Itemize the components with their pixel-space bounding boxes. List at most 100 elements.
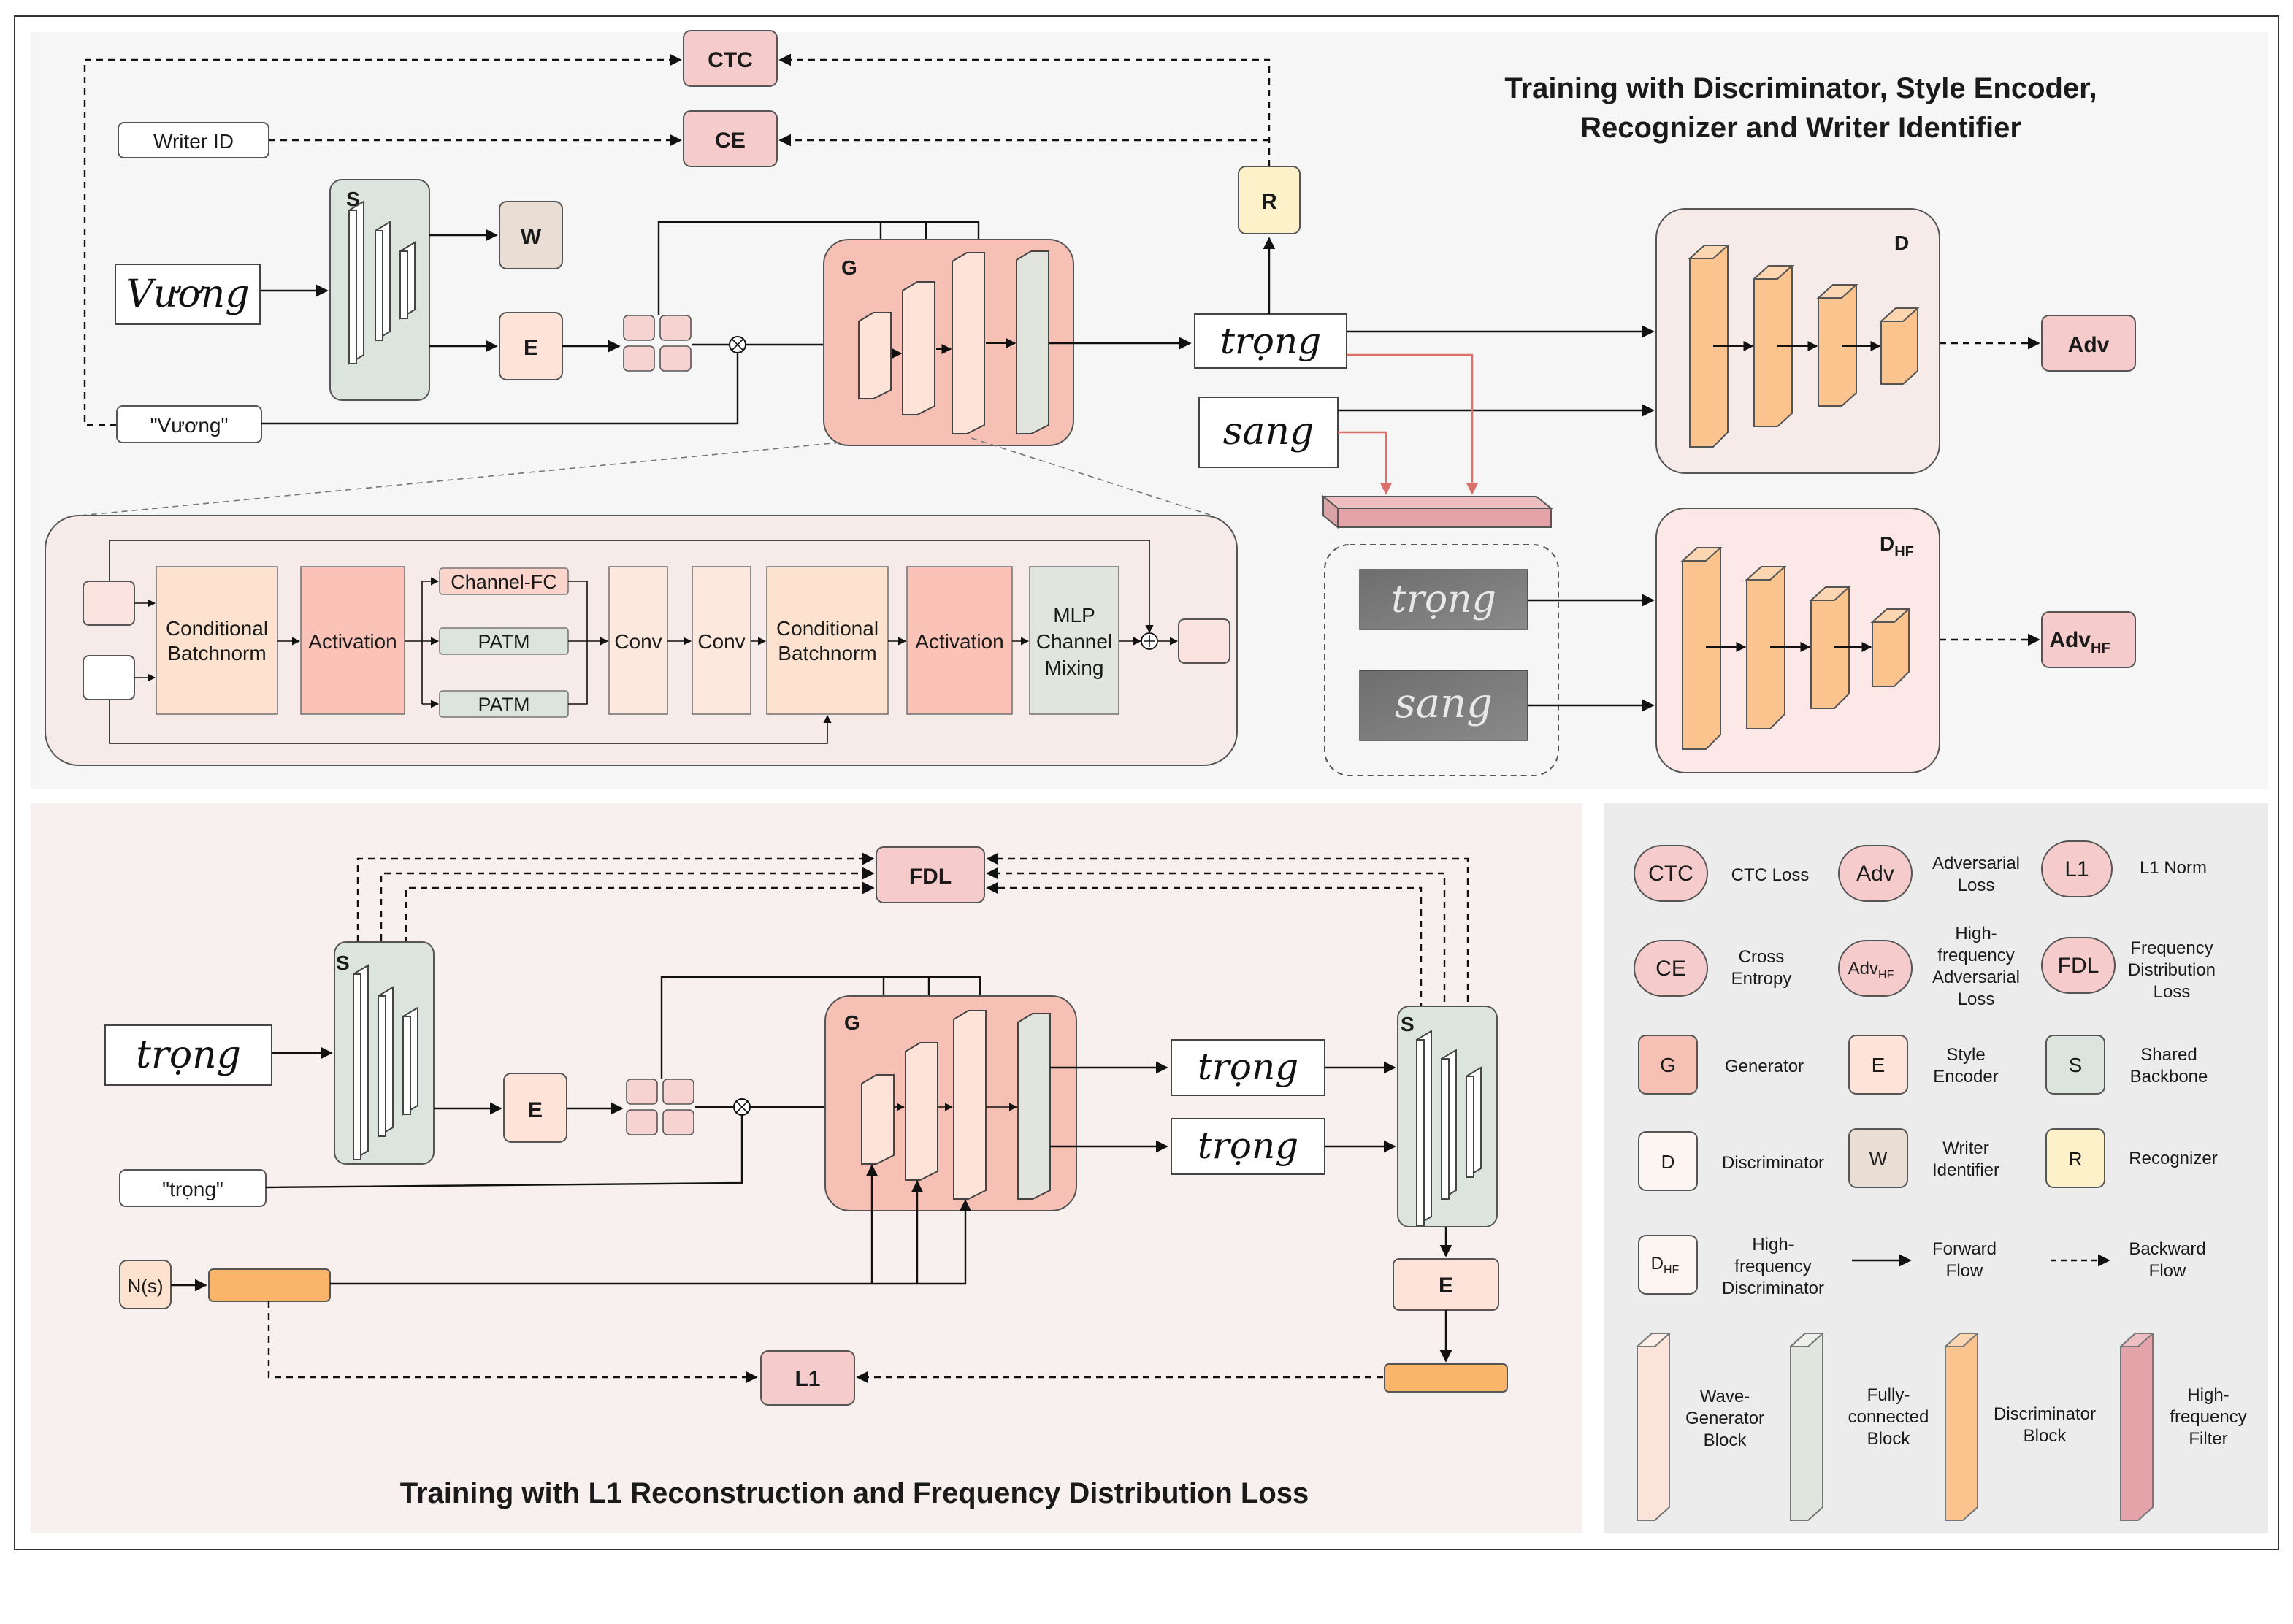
patm-2-label: PATM [478,694,530,716]
legend-wave-label-1: Generator [1685,1409,1764,1428]
text-to-mult-bottom-line [265,1116,743,1189]
legend-advhf-label-1: frequency [1937,946,2014,965]
legend-fdl-symbol [2041,937,2116,994]
s-bottom-left-blocks [353,964,418,1161]
s-top-blocks [348,200,416,365]
fdl-label: FDL [909,865,952,889]
mlp-box [1029,566,1119,715]
legend-advhf-sym-text: AdvHF [1848,959,1894,981]
text-to-mult-line [261,353,739,425]
cbn-right-line2: Batchnorm [778,642,876,664]
hf-image-bottom [1359,670,1528,741]
activation-right-box [906,566,1013,715]
noise-to-l1-arrow [267,1301,758,1384]
legend-dhf-label-0: High- [1752,1235,1794,1255]
gen-to-hff-arrow [1347,353,1479,495]
cbn-right-box [766,566,889,715]
l1-label: L1 [795,1367,820,1391]
ce-label: CE [715,129,746,153]
mlp-line3: Mixing [1045,656,1104,679]
s-label-top: S [346,188,360,210]
gen-handwriting-bottom-1: trọng [1198,1046,1298,1088]
legend-bwd-label-0: Backward [2129,1239,2205,1259]
legend-d-sym-text: D [1661,1151,1675,1173]
dhf-label: DHF [1880,532,1914,560]
writer-identifier-node [499,201,563,269]
activation-right-label: Activation [915,630,1003,653]
ctc-loss-node [683,30,778,87]
legend-e-symbol [1848,1035,1908,1095]
style-tokens-bottom [626,1079,694,1135]
legend-ce-label-0: Cross [1739,947,1785,967]
e-label-top: E [524,336,538,360]
legend-disc-label-0: Discriminator [1994,1404,2096,1424]
legend-fdl-sym-text: FDL [2058,954,2099,978]
recognizer-node [1238,166,1301,234]
legend-disc-label-1: Block [2024,1426,2067,1446]
advhf-label: AdvHF [2049,628,2110,656]
legend-ctc-symbol [1634,845,1708,902]
g-top-blocks [858,250,1049,434]
legend-r-symbol [2045,1128,2105,1188]
conv-1-box [608,566,668,715]
conv-2-box [692,566,751,715]
legend-fc-label-1: connected [1848,1407,1929,1427]
legend-g-symbol [1638,1035,1698,1095]
legend-ce-symbol [1634,940,1708,997]
multiply-symbol-bottom [735,1100,749,1114]
residual-add-symbol [1144,635,1155,647]
adv-loss-node [2041,315,2136,372]
legend-ctc-sym-text: CTC [1648,862,1693,886]
legend-dhf-symbol [1638,1235,1698,1295]
legend-fdl-label-1: Distribution [2128,960,2216,980]
legend-s-label-1: Backbone [2130,1067,2208,1087]
e-label-bottom-right: E [1439,1273,1453,1298]
conv-2-label: Conv [697,630,745,653]
legend-r-label-0: Recognizer [2129,1149,2217,1168]
legend-fdl-label-0: Frequency [2130,938,2213,958]
dhf-blocks [1680,547,1911,750]
input-handwriting-top: Vương [126,272,249,316]
legend-s-symbol [2045,1035,2105,1095]
legend-dhf-sym-text: DHF [1651,1254,1680,1276]
legend-ctc-label-0: CTC Loss [1731,865,1810,885]
top-title-line1: Training with Discriminator, Style Encod… [1504,72,2097,104]
legend-l1-sym-text: L1 [2064,857,2089,881]
legend-fwd-label-0: Forward [1932,1239,1997,1259]
text-input-bottom-label: "trọng" [162,1178,223,1200]
legend-w-symbol [1848,1128,1908,1188]
ce-loss-node [683,110,778,167]
block-input-style [83,655,135,700]
legend-panel [1604,803,2268,1533]
text-input-top-label: "Vương" [150,414,229,437]
gen-handwriting-bottom-2: trọng [1198,1125,1298,1167]
g-label-top: G [841,256,857,279]
legend-e-label-0: Style [1946,1045,1985,1065]
advhf-loss-node [2041,611,2136,668]
real-handwriting-top: sang [1223,410,1314,453]
input-handwriting-bottom: trọng [136,1033,241,1077]
d-label: D [1894,231,1909,254]
legend-l1-label-0: L1 Norm [2140,858,2207,878]
legend-fwd-label-1: Flow [1946,1261,1983,1281]
generated-image-bottom-2 [1171,1118,1325,1175]
zoom-line-left [80,442,841,516]
activation-left-label: Activation [308,630,397,653]
legend-w-sym-text: W [1869,1148,1888,1170]
legend-w-label-0: Writer [1942,1138,1989,1158]
legend-r-sym-text: R [2069,1148,2083,1170]
gen-handwriting-top: trọng [1220,320,1321,362]
legend-e-label-1: Encoder [1933,1067,1998,1087]
generator-block-arrows [109,540,1179,744]
real-to-hff-arrow [1338,431,1393,495]
legend-fc-label-2: Block [1867,1429,1911,1449]
style-skip-line-bottom [660,976,987,1079]
mlp-line2: Channel [1036,630,1112,653]
writer-id-label: Writer ID [153,130,234,153]
hf-filter-block [1321,494,1553,529]
legend-dhf-label-1: frequency [1734,1257,1811,1276]
generated-image-bottom-1 [1171,1039,1325,1096]
r-label: R [1261,190,1277,214]
r-to-ctc-arrow [778,53,1271,166]
